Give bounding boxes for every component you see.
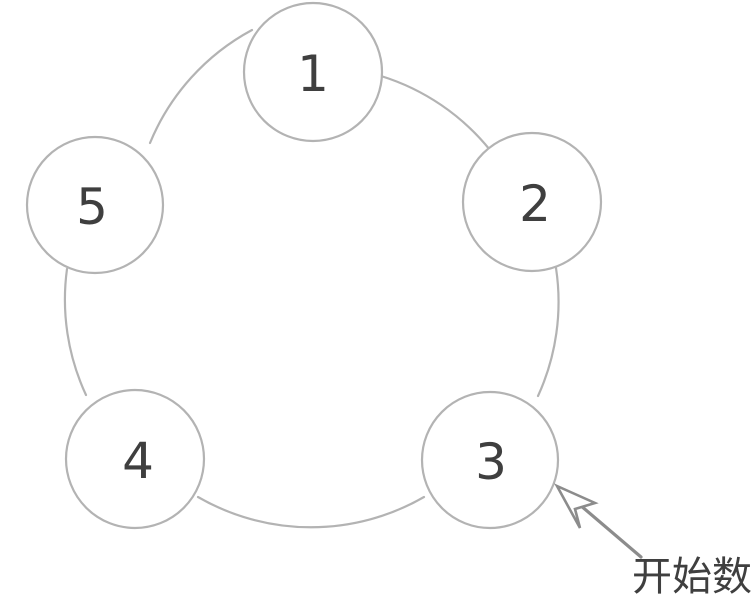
start-pointer-arrow <box>554 483 643 559</box>
node-3-circle[interactable] <box>420 390 560 530</box>
node-5-circle[interactable] <box>25 135 165 275</box>
node-5[interactable]: 5 <box>25 135 165 275</box>
node-1[interactable]: 1 <box>242 1 384 143</box>
node-4-circle[interactable] <box>64 388 206 530</box>
node-4-label: 4 <box>122 432 154 490</box>
node-2[interactable]: 2 <box>461 131 603 273</box>
node-3-label: 3 <box>475 433 507 491</box>
node-5-label: 5 <box>76 178 108 236</box>
node-1-label: 1 <box>297 45 329 103</box>
link-arc-2-to-3 <box>536 266 560 398</box>
pointer-arrow-shaft <box>578 503 643 559</box>
node-3[interactable]: 3 <box>420 390 560 530</box>
node-1-circle[interactable] <box>242 1 384 143</box>
node-2-circle[interactable] <box>461 131 603 273</box>
pointer-arrow-head-icon <box>554 483 599 529</box>
link-arc-4-to-5 <box>63 267 88 397</box>
node-4[interactable]: 4 <box>64 388 206 530</box>
link-arc-5-to-1 <box>148 28 254 145</box>
start-annotation-label: 开始数 <box>632 554 751 600</box>
link-arc-3-to-4 <box>196 495 426 529</box>
link-group <box>63 28 560 529</box>
node-2-label: 2 <box>519 175 551 233</box>
link-arc-1-to-2 <box>379 74 492 152</box>
